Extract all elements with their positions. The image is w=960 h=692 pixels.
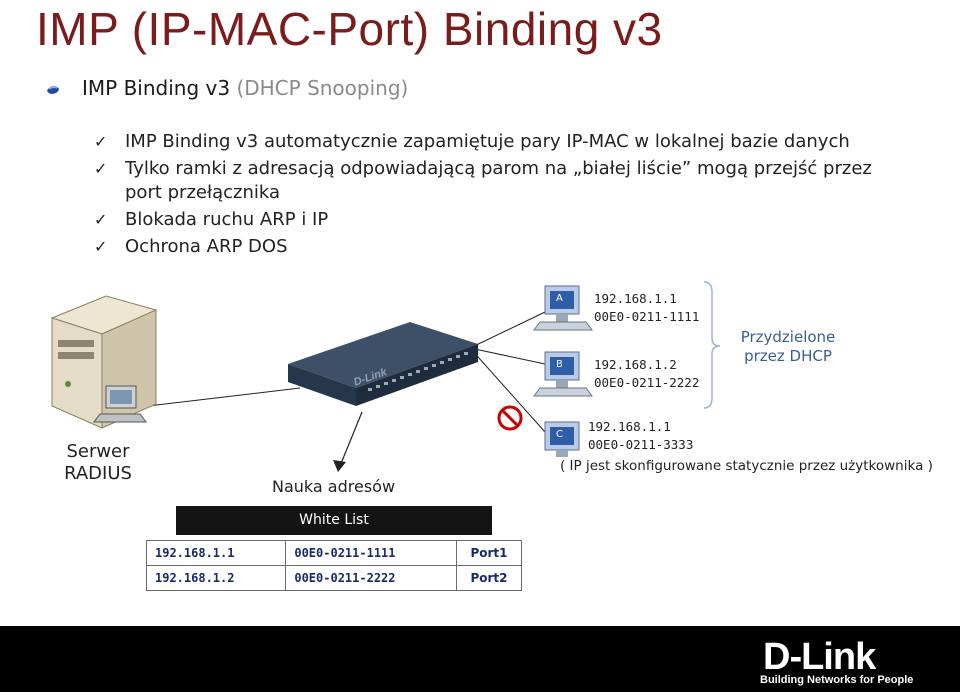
whitelist-ip: 192.168.1.2: [145, 565, 287, 591]
host-a-mac: 00E0-0211-1111: [594, 309, 700, 324]
cable-server-switch: [147, 387, 301, 407]
whitelist-port: Port2: [456, 565, 522, 591]
feature-list: ✓ IMP Binding v3 automatycznie zapamiętu…: [94, 130, 914, 262]
checkmark-icon: ✓: [94, 237, 108, 256]
logo-tagline: Building Networks for People: [760, 674, 914, 686]
dhcp-brace-icon: [703, 281, 721, 409]
list-item-text: Tylko ramki z adresacją odpowiadającą pa…: [125, 158, 872, 203]
host-b-tag: B: [556, 359, 563, 370]
list-item-text: IMP Binding v3 automatycznie zapamiętuje…: [125, 131, 850, 152]
dhcp-label: Przydzielone przez DHCP: [728, 328, 848, 366]
server-label-line2: RADIUS: [64, 463, 132, 484]
host-c-address: 192.168.1.1 00E0-0211-3333: [588, 418, 693, 454]
whitelist-table: 192.168.1.1 00E0-0211-1111 Port1 192.168…: [145, 540, 522, 591]
table-row: 192.168.1.1 00E0-0211-1111 Port1: [145, 540, 522, 566]
checkmark-icon: ✓: [94, 159, 108, 178]
learning-label: Nauka adresów: [272, 477, 396, 496]
server-label-line1: Serwer: [66, 441, 130, 462]
host-c-tag: C: [556, 429, 563, 440]
cable-switch-host-b: [469, 347, 546, 365]
footer-bar: [0, 626, 960, 692]
list-item: ✓ IMP Binding v3 automatycznie zapamiętu…: [94, 130, 914, 154]
server-label: Serwer RADIUS: [50, 441, 146, 485]
list-item: ✓ Tylko ramki z adresacją odpowiadającą …: [94, 157, 914, 205]
list-item-text: Blokada ruchu ARP i IP: [125, 209, 329, 230]
dhcp-label-line2: przez DHCP: [744, 347, 832, 365]
network-diagram: [50, 281, 721, 472]
switch-icon: [288, 322, 478, 406]
whitelist-port: Port1: [456, 540, 522, 566]
learning-arrow-icon: [333, 411, 363, 472]
list-item-text: Ochrona ARP DOS: [125, 236, 288, 257]
list-item: ✓ Blokada ruchu ARP i IP: [94, 208, 914, 232]
cable-switch-host-a: [469, 311, 546, 349]
host-c-icon: [544, 421, 580, 457]
host-b-ip: 192.168.1.2: [594, 357, 677, 372]
host-c-ip: 192.168.1.1: [588, 419, 671, 434]
subtitle: IMP Binding v3 (DHCP Snooping): [46, 76, 408, 100]
static-ip-note: ( IP jest skonfigurowane statycznie prze…: [560, 458, 933, 474]
host-c-mac: 00E0-0211-3333: [588, 437, 694, 452]
checkmark-icon: ✓: [94, 210, 108, 229]
subtitle-main: IMP Binding v3: [82, 76, 231, 100]
slide-title: IMP (IP-MAC-Port) Binding v3: [36, 3, 663, 55]
blue-bullet-icon: [47, 85, 59, 94]
server-icon: [50, 295, 158, 429]
whitelist-mac: 00E0-0211-2222: [285, 565, 457, 591]
whitelist-ip: 192.168.1.1: [145, 540, 287, 566]
blocked-icon: [497, 405, 523, 431]
host-b-address: 192.168.1.2 00E0-0211-2222: [594, 356, 699, 392]
host-a-ip: 192.168.1.1: [594, 291, 677, 306]
subtitle-note: (DHCP Snooping): [236, 76, 409, 100]
whitelist-header: White List: [176, 506, 492, 535]
dlink-logo: D-Link: [763, 636, 876, 678]
table-row: 192.168.1.2 00E0-0211-2222 Port2: [145, 565, 522, 591]
host-a-address: 192.168.1.1 00E0-0211-1111: [594, 290, 699, 326]
host-a-icon: [533, 285, 593, 331]
whitelist-mac: 00E0-0211-1111: [285, 540, 457, 566]
host-a-tag: A: [556, 293, 563, 304]
dhcp-label-line1: Przydzielone: [740, 328, 836, 346]
checkmark-icon: ✓: [94, 132, 108, 151]
list-item: ✓ Ochrona ARP DOS: [94, 235, 914, 259]
cable-switch-host-c: [469, 347, 546, 433]
host-b-icon: [533, 351, 593, 397]
host-b-mac: 00E0-0211-2222: [594, 375, 700, 390]
